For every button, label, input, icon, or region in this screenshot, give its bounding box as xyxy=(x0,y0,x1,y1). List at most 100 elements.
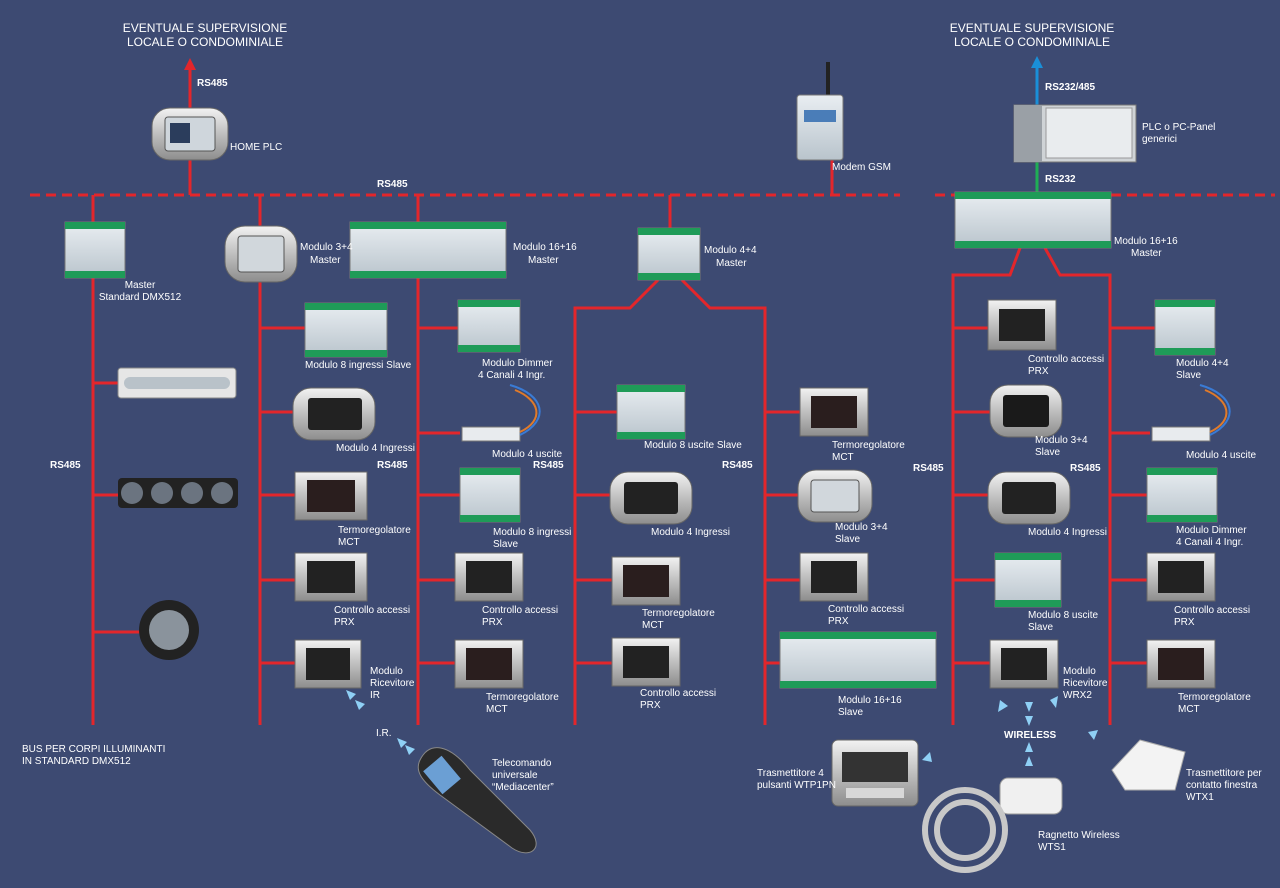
label-mod1616-slave-1: Modulo 16+16 xyxy=(838,695,902,706)
label-termo-e-1: Termoregolatore xyxy=(1178,692,1251,703)
label-rs485-top: RS485 xyxy=(197,78,228,89)
label-termo-c-1: Termoregolatore xyxy=(642,608,715,619)
label-prx-a-2: PRX xyxy=(334,617,355,628)
label-prx-f-1: Controllo accessi xyxy=(1174,605,1250,616)
label-prx-d-1: Controllo accessi xyxy=(828,604,904,615)
module-dimmer-a[interactable] xyxy=(457,299,521,353)
label-rs485-c2: RS485 xyxy=(377,460,408,471)
label-mod1616-master-r-2: Master xyxy=(1131,248,1162,259)
module-16-16-master[interactable] xyxy=(349,221,507,279)
supervision-right-line1: EVENTUALE SUPERVISIONE xyxy=(950,21,1115,35)
label-rs485-main: RS485 xyxy=(377,179,408,190)
module-4-outputs-b[interactable] xyxy=(1151,384,1231,442)
label-mod8out-slave: Modulo 8 uscite Slave xyxy=(644,440,742,451)
label-mod34-master-2: Master xyxy=(310,255,341,266)
label-rs232-485: RS232/485 xyxy=(1045,82,1095,93)
bus-lines xyxy=(30,56,1275,725)
label-prx-c-1: Controllo accessi xyxy=(640,688,716,699)
wireless-wave-wtp-icon xyxy=(922,752,932,762)
module-4-4-master[interactable] xyxy=(637,227,701,281)
module-4-outputs-a[interactable] xyxy=(461,384,541,442)
label-mod8out-slave-r-1: Modulo 8 uscite xyxy=(1028,610,1098,621)
label-mod8in-slave-b-1: Modulo 8 ingressi xyxy=(493,527,571,538)
dmx-light-bar[interactable] xyxy=(117,367,237,399)
label-mod44-master-1: Modulo 4+4 xyxy=(704,245,757,256)
modem-gsm-device[interactable] xyxy=(796,62,844,161)
label-rs232: RS232 xyxy=(1045,174,1076,185)
label-mod44-slave-2: Slave xyxy=(1176,370,1201,381)
label-prx-e-2: PRX xyxy=(1028,366,1049,377)
label-mod34-slave-r-2: Slave xyxy=(1035,447,1060,458)
module-16-16-master-right[interactable] xyxy=(954,191,1112,249)
module-8-inputs-slave[interactable] xyxy=(304,302,388,358)
label-termo-a-1: Termoregolatore xyxy=(338,525,411,536)
module-8-outputs-slave-right[interactable] xyxy=(994,552,1062,608)
label-mod1616-master-r-1: Modulo 16+16 xyxy=(1114,236,1178,247)
label-termo-a-2: MCT xyxy=(338,537,360,548)
label-rs485-c5: RS485 xyxy=(913,463,944,474)
label-bus-note-2: IN STANDARD DMX512 xyxy=(22,756,131,767)
label-ir-rx-1: Modulo xyxy=(370,666,403,677)
label-wtx1-2: contatto finestra xyxy=(1186,780,1258,791)
label-termo-b-1: Termoregolatore xyxy=(486,692,559,703)
wtx1-window-transmitter[interactable] xyxy=(1111,739,1186,791)
module-8-outputs-slave[interactable] xyxy=(616,384,686,440)
label-prx-f-2: PRX xyxy=(1174,617,1195,628)
ir-wave-remote-icon xyxy=(397,738,407,748)
module-dimmer-b[interactable] xyxy=(1146,467,1218,523)
label-rs485-c3: RS485 xyxy=(533,460,564,471)
label-ir-rx-2: Ricevitore xyxy=(370,678,415,689)
home-plc-device[interactable] xyxy=(151,107,229,161)
module-16-16-slave[interactable] xyxy=(779,631,937,689)
ir-wave-icon xyxy=(346,690,356,700)
label-prx-b-2: PRX xyxy=(482,617,503,628)
wireless-wave-icon xyxy=(1025,702,1033,712)
label-wrx2-1: Modulo xyxy=(1063,666,1096,677)
label-prx-b-1: Controllo accessi xyxy=(482,605,558,616)
wireless-wave-wtx-icon xyxy=(1088,730,1098,740)
module-4-4-slave[interactable] xyxy=(1154,299,1216,356)
label-dimmer-a-1: Modulo Dimmer xyxy=(482,358,553,369)
supervision-right-line2: LOCALE O CONDOMINIALE xyxy=(954,35,1110,49)
label-plc-panel-2: generici xyxy=(1142,134,1177,145)
label-wtx1-1: Trasmettitore per xyxy=(1186,768,1262,779)
wtp1pn-transmitter[interactable] xyxy=(831,739,919,807)
plc-panel-device[interactable] xyxy=(1013,104,1137,163)
label-mod1616-slave-2: Slave xyxy=(838,707,863,718)
label-prx-d-2: PRX xyxy=(828,616,849,627)
module-8-inputs-slave-b[interactable] xyxy=(459,467,521,523)
label-mod44-master-2: Master xyxy=(716,258,747,269)
label-mod4in-b: Modulo 4 Ingressi xyxy=(651,527,730,538)
wts1-wireless-sensor[interactable] xyxy=(922,777,1063,873)
label-wts1-2: WTS1 xyxy=(1038,842,1066,853)
label-termo-b-2: MCT xyxy=(486,704,508,715)
label-mod44-slave-1: Modulo 4+4 xyxy=(1176,358,1229,369)
label-wrx2-3: WRX2 xyxy=(1063,690,1092,701)
label-master-dmx-1: Master xyxy=(125,280,156,291)
label-plc-panel-1: PLC o PC-Panel xyxy=(1142,122,1215,133)
up-arrow-red-icon xyxy=(184,58,196,70)
label-prx-c-2: PRX xyxy=(640,700,661,711)
label-out4-b: Modulo 4 uscite xyxy=(1186,450,1256,461)
dmx-led-round-spot[interactable] xyxy=(139,600,199,660)
label-dimmer-b-2: 4 Canali 4 Ingr. xyxy=(1176,537,1243,548)
master-dmx-module[interactable] xyxy=(64,221,126,279)
label-dimmer-b-1: Modulo Dimmer xyxy=(1176,525,1247,536)
label-rs485-c1: RS485 xyxy=(50,460,81,471)
label-mod34-slave-r-1: Modulo 3+4 xyxy=(1035,435,1088,446)
label-mod8out-slave-r-2: Slave xyxy=(1028,622,1053,633)
dmx-led-spot-bar[interactable] xyxy=(118,478,238,508)
label-ir: I.R. xyxy=(376,728,392,739)
label-rs485-c4: RS485 xyxy=(722,460,753,471)
label-termo-d-2: MCT xyxy=(832,452,854,463)
label-prx-e-1: Controllo accessi xyxy=(1028,354,1104,365)
label-wtx1-3: WTX1 xyxy=(1186,792,1214,803)
label-wireless: WIRELESS xyxy=(1004,730,1057,741)
label-wtp1pn-1: Trasmettitore 4 xyxy=(757,768,824,779)
label-modem-gsm: Modem GSM xyxy=(832,162,891,173)
remote-control-mediacenter[interactable] xyxy=(417,747,537,854)
label-mod34-slave-2: Slave xyxy=(835,534,860,545)
label-remote-2: universale xyxy=(492,770,538,781)
label-termo-e-2: MCT xyxy=(1178,704,1200,715)
